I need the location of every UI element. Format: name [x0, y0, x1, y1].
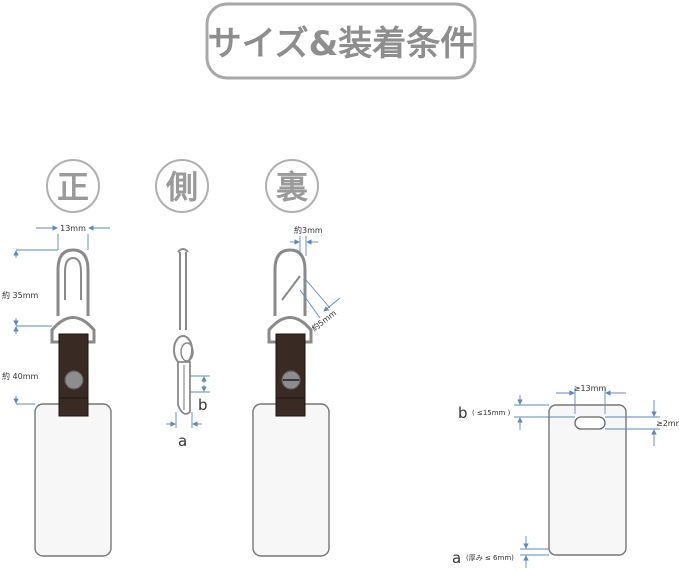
seal-front-char: 正	[57, 168, 89, 206]
spec-a-label: a	[452, 549, 461, 567]
spec-tag	[548, 404, 627, 556]
back-gap-label: 約3mm	[294, 225, 323, 235]
spec-b-note: ( ≤15mm )	[472, 409, 511, 417]
tag-spec-view: ≥13mm b ( ≤15mm ) ≥2mm a (厚み ≤ 6mm)	[452, 384, 679, 568]
side-a-label: a	[178, 432, 187, 450]
back-hook-gate	[281, 275, 301, 301]
back-hook	[273, 248, 307, 316]
front-hook-height-label: 約 35mm	[2, 290, 39, 300]
front-tag	[34, 403, 112, 557]
spec-b-label: b	[458, 404, 468, 422]
back-tag	[252, 403, 330, 557]
title-text: サイズ&装着条件	[208, 24, 475, 64]
side-b-label: b	[198, 396, 208, 414]
front-width-label: 13mm	[60, 224, 86, 233]
front-hook	[56, 248, 90, 316]
spec-a-note: (厚み ≤ 6mm)	[466, 554, 514, 562]
side-hook-top	[177, 248, 189, 253]
spec-slot-height-label: ≥2mm	[656, 419, 679, 428]
front-strap-length-label: 約 40mm	[2, 371, 39, 381]
seal-back: 裏	[265, 159, 319, 213]
seal-side-char: 側	[165, 168, 198, 206]
side-hook	[179, 252, 187, 330]
front-view: 13mm 約 35mm 約 40mm	[2, 224, 112, 557]
seal-front: 正	[46, 159, 100, 213]
spec-slot-width-label: ≥13mm	[574, 384, 607, 393]
back-strap-end	[275, 397, 306, 417]
front-strap-end	[58, 397, 89, 417]
title-banner: サイズ&装着条件	[205, 2, 477, 80]
back-opening-label: 約5mm	[309, 308, 338, 334]
front-hook-inner	[64, 256, 82, 300]
side-view: b a	[166, 248, 210, 450]
front-rivet	[64, 370, 84, 390]
back-view: 約3mm 約5mm	[252, 225, 341, 557]
seal-side: 側	[155, 159, 209, 213]
spec-tag-slot	[574, 416, 606, 430]
seal-back-char: 裏	[276, 168, 309, 206]
